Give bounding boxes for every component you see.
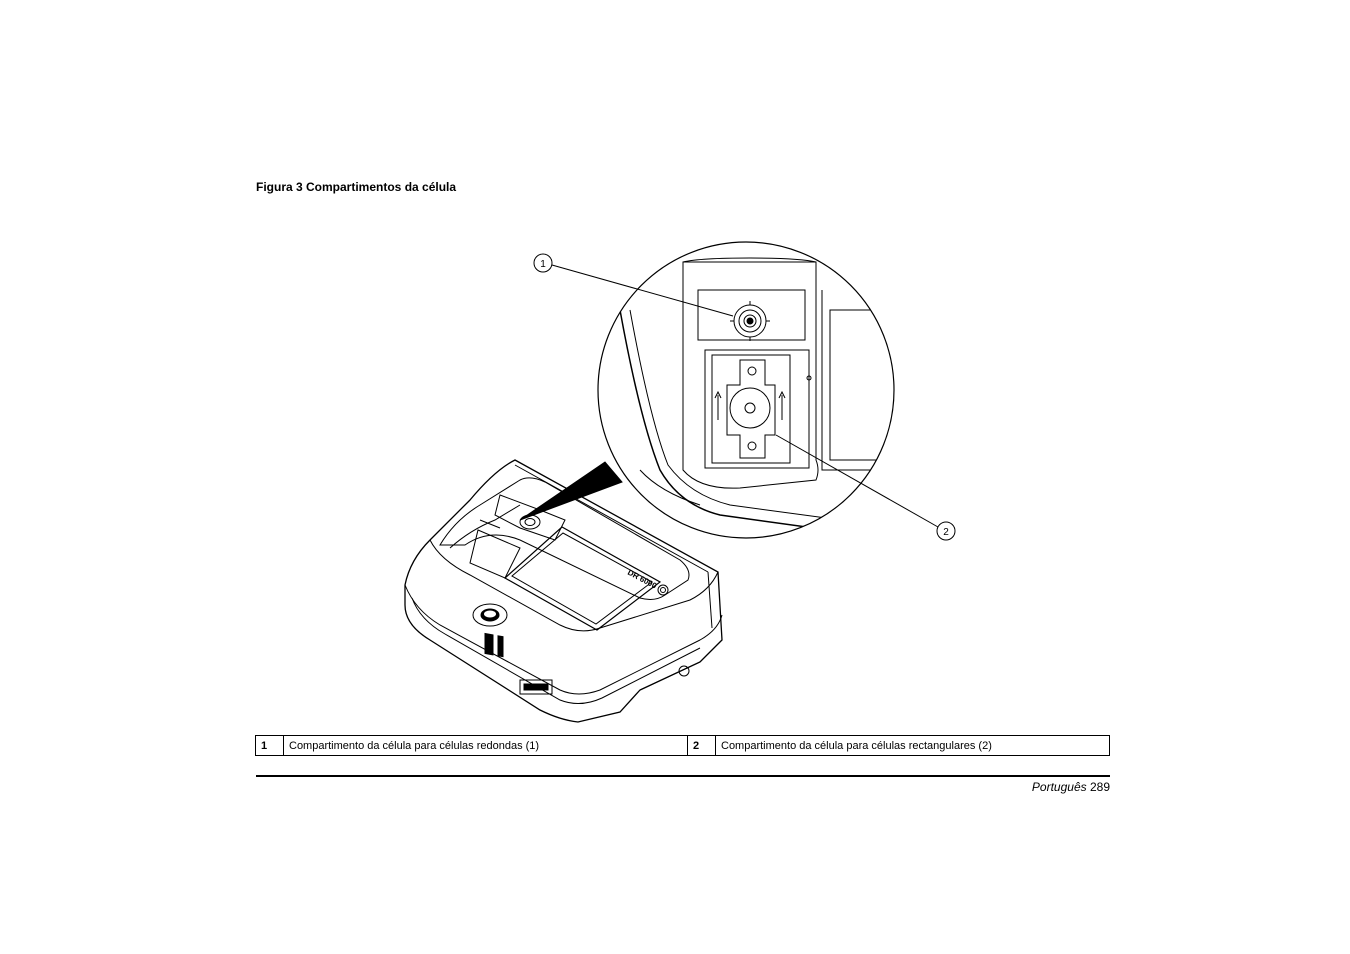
callout-2: 2	[775, 434, 956, 541]
page-footer: Português 289	[1032, 780, 1110, 794]
legend-text: Compartimento da célula para células rec…	[715, 735, 1110, 756]
spectrophotometer-illustration: DR 6000	[404, 241, 956, 723]
callout-2-label: 2	[943, 527, 949, 538]
legend-number: 1	[255, 735, 284, 756]
legend-table: 1 Compartimento da célula para células r…	[255, 735, 1110, 756]
legend-number: 2	[687, 735, 716, 756]
footer-language: Português	[1031, 780, 1087, 794]
legend-text: Compartimento da célula para células red…	[283, 735, 688, 756]
device-body: DR 6000	[404, 459, 723, 723]
figure-title: Figura 3 Compartimentos da célula	[256, 180, 457, 194]
page-number: 289	[1089, 780, 1110, 794]
zoom-pointer	[519, 461, 623, 521]
callout-1-label: 1	[540, 259, 546, 270]
footer-divider	[256, 775, 1110, 777]
legend-row: 1 Compartimento da célula para células r…	[255, 735, 1110, 756]
device-model-label: DR 6000	[626, 568, 659, 591]
callout-1: 1	[533, 253, 734, 317]
detail-magnifier	[597, 241, 895, 539]
